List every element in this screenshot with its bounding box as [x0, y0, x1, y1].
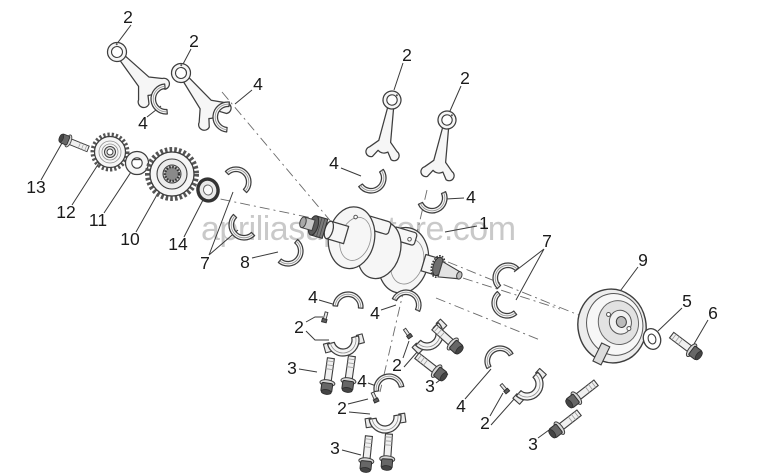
callout-label: 4: [456, 396, 466, 416]
callout-label: 4: [370, 303, 380, 323]
bearing-shell: [478, 339, 514, 370]
conrod-cap: [512, 367, 553, 411]
callout-label: 2: [480, 413, 490, 433]
callout-label: 2: [189, 31, 199, 51]
flange-bolt-13: [56, 130, 91, 156]
callout-label: 14: [168, 234, 188, 254]
main-bearing-shell: [485, 290, 518, 325]
conrod-bolt: [357, 434, 377, 474]
callout-label: 2: [460, 68, 470, 88]
cap-screw: [402, 327, 413, 340]
callout-label: 3: [425, 376, 435, 396]
callout-label: 2: [337, 398, 347, 418]
connecting-rod: [364, 87, 411, 163]
callout-label: 5: [682, 291, 692, 311]
cap-screw: [498, 382, 511, 395]
bearing-shell: [332, 290, 365, 309]
washer-5: [642, 328, 662, 350]
seal-ring-14: [196, 177, 220, 203]
cap-screw: [369, 391, 380, 404]
callout-label: 7: [200, 253, 210, 273]
callout-label: 4: [138, 113, 148, 133]
flywheel: [577, 288, 647, 366]
callout-label: 4: [329, 153, 339, 173]
callout-label: 11: [89, 210, 107, 230]
connecting-rod: [159, 53, 234, 134]
callout-label: 1: [479, 213, 489, 233]
callout-label: 8: [240, 252, 250, 272]
callout-label: 2: [402, 45, 412, 65]
crankshaft: [299, 206, 463, 294]
callout-label: 2: [294, 317, 304, 337]
connecting-rod: [419, 107, 466, 183]
leader-lines: [40, 24, 709, 456]
callout-label: 9: [638, 250, 648, 270]
main-bearing-shell: [224, 160, 258, 194]
small-gear-12: [90, 132, 130, 172]
callout-label: 4: [308, 287, 318, 307]
callout-label: 13: [26, 177, 45, 197]
callout-label: 2: [123, 7, 133, 27]
connecting-rod: [95, 31, 173, 111]
callout-label: 4: [466, 187, 476, 207]
callout-label: 3: [330, 438, 340, 458]
callout-label: 10: [120, 229, 140, 249]
large-gear-10: [145, 147, 199, 201]
main-bearing-shell: [486, 256, 520, 290]
conrod-bolt: [562, 376, 602, 412]
callout-label: 3: [287, 358, 297, 378]
callout-label: 4: [253, 74, 263, 94]
conrod-bolt: [378, 432, 397, 472]
callout-label: 12: [56, 202, 75, 222]
conrod-bolt: [317, 356, 339, 396]
callout-label: 3: [528, 434, 538, 454]
conrod-bolt: [545, 406, 585, 442]
callout-label: 2: [392, 355, 402, 375]
conrod-cap: [322, 333, 368, 362]
callout-label: 7: [542, 231, 552, 251]
bearing-shell: [358, 168, 393, 200]
callout-label: 6: [708, 303, 718, 323]
callout-label: 4: [357, 371, 367, 391]
conrod-cap: [364, 412, 408, 437]
washer-11: [124, 150, 150, 176]
